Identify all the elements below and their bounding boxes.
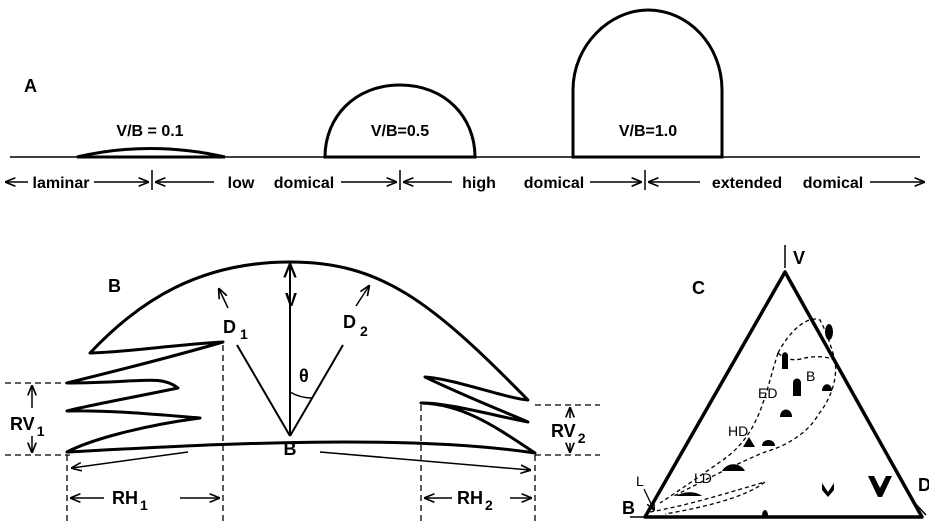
high-domical-shape [571, 8, 724, 159]
rh2-label-sub: 2 [485, 497, 493, 513]
d1-label-sub: 1 [240, 326, 248, 342]
rv2-label-main: RV [551, 421, 576, 441]
range-label-extended: extended [712, 175, 782, 192]
vertex-v-label: V [793, 248, 805, 268]
rv2-label-sub: 2 [578, 430, 586, 446]
theta-arc [289, 391, 314, 399]
shape-glyph-semicircle [762, 440, 775, 446]
vb-label-laminar: V/B = 0.1 [116, 123, 183, 140]
v-label: V [285, 290, 297, 310]
panel-a-letter: A [24, 76, 37, 96]
shape-glyph-tall-dome [793, 378, 801, 396]
rh2-label-main: RH [457, 488, 483, 508]
l-region-pointer [643, 488, 654, 510]
laminar-shape [76, 147, 226, 159]
panel-a: A V/B = 0.1 V/B=0.5 V/B=1.0 laminar low … [6, 8, 924, 192]
shape-glyph-base-bump [762, 510, 768, 516]
region-l-label: L [636, 473, 644, 489]
vertex-d-label: D [918, 475, 929, 495]
ed-region-boundary [671, 318, 837, 498]
low-domical-shape [323, 83, 477, 159]
b-label: B [284, 439, 297, 459]
shape-glyph-dome [780, 409, 792, 417]
d2-label-main: D [343, 312, 356, 332]
region-ed-label: ED [758, 385, 777, 401]
d1-radius [236, 344, 291, 437]
shape-glyph-oval [825, 324, 833, 340]
shape-glyph-v-large [868, 476, 892, 497]
panel-c: C V B D ED B HD LD L [622, 245, 929, 519]
vb-label-low: V/B=0.5 [371, 123, 429, 140]
rh1-label-sub: 1 [140, 497, 148, 513]
range-label-domical-1: domical [274, 175, 334, 192]
rv1-label-main: RV [10, 414, 35, 434]
range-label-domical-3: domical [803, 175, 863, 192]
d2-radius [289, 344, 344, 437]
shape-glyph-column [782, 352, 788, 369]
ld-region-boundary [649, 481, 766, 515]
range-label-high: high [462, 175, 496, 192]
region-hd-label: HD [728, 423, 748, 439]
b-width-arrow-right [319, 451, 530, 470]
rv1-label-sub: 1 [37, 423, 45, 439]
dome-outline [65, 260, 537, 455]
rh1-label-main: RH [112, 488, 138, 508]
theta-label: θ [299, 366, 309, 386]
vertex-b-label: B [622, 498, 635, 518]
shape-glyph-low-dome [722, 464, 745, 471]
region-ld-label: LD [694, 470, 712, 486]
b-width-arrow-left [72, 451, 189, 468]
d1-pointer [219, 289, 229, 309]
region-b-label: B [806, 368, 815, 384]
vb-label-high: V/B=1.0 [619, 123, 677, 140]
range-label-laminar: laminar [33, 175, 90, 192]
panel-c-letter: C [692, 278, 705, 298]
d1-label-main: D [223, 317, 236, 337]
shape-glyph-round [822, 384, 832, 391]
shape-glyph-triangle [743, 437, 755, 447]
d2-label-sub: 2 [360, 323, 368, 339]
shape-glyph-v-small [822, 483, 834, 497]
range-label-low: low [228, 175, 255, 192]
d-vertex-tick [911, 499, 927, 516]
panel-b-letter: B [108, 276, 121, 296]
d2-pointer [355, 286, 369, 307]
shape-glyph-flat [676, 492, 702, 496]
ternary-triangle [643, 270, 924, 519]
hd-region-boundary [659, 352, 779, 504]
range-label-domical-2: domical [524, 175, 584, 192]
